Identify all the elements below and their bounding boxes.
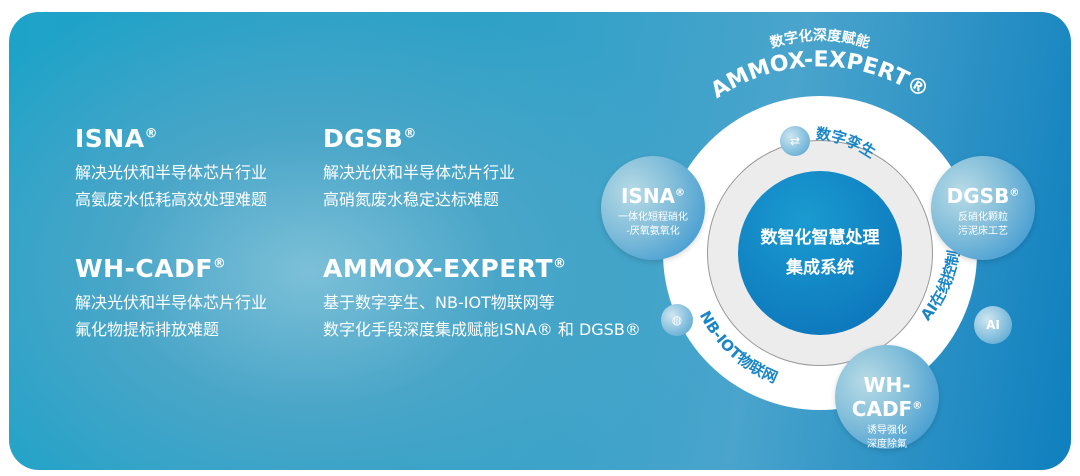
registered-mark: ® [553,256,567,272]
ai-head-icon: AI [974,306,1012,344]
product-title: ISNA [75,124,145,153]
product-desc: 解决光伏和半导体芯片行业 [75,293,268,312]
ring-label-iot: NB-IOT物联网 [696,308,780,387]
registered-mark: ® [912,400,923,412]
bubble-whcadf: WH-CADF® 诱导强化深度除氟 [835,345,939,450]
center-title: 数智化智慧处理 [760,228,880,248]
product-title: WH-CADF [75,254,213,283]
center-title: 集成系统 [786,258,854,278]
product-desc: 高硝氮废水稳定达标难题 [323,190,500,209]
registered-mark: ® [212,256,227,272]
registered-mark: ® [1009,187,1020,199]
iot-globe-icon: ◍ [661,304,693,336]
bubble-desc: 一体化短程硝化 [618,212,688,223]
bubble-isna: ISNA® 一体化短程硝化 -厌氧氨氧化 [601,156,705,260]
svg-text:数字孪生: 数字孪生 [815,125,879,162]
bubble-desc: 诱导强化 [867,425,907,436]
product-isna: ISNA® 解决光伏和半导体芯片行业高氨废水低耗高效处理难题 [75,124,267,213]
registered-mark: ® [675,187,686,199]
ai-icon-text: AI [986,318,1000,332]
product-ammox: AMMOX-EXPERT® 基于数字孪生、NB-IOT物联网等数字化手段深度集成… [323,254,641,343]
center-core: 数智化智慧处理 集成系统 [738,171,902,335]
ring-label-twin: 数字孪生 [815,125,879,162]
registered-mark: ® [144,126,159,142]
product-whcadf: WH-CADF® 解决光伏和半导体芯片行业氟化物提标排放难题 [75,254,267,343]
bubble-desc: 反硝化颗粒 [958,212,1008,223]
product-desc: 高氨废水低耗高效处理难题 [75,190,268,209]
product-desc: 基于数字孪生、NB-IOT物联网等 [323,293,555,312]
product-desc: 数字化手段深度集成赋能ISNA® 和 DGSB® [323,320,641,339]
digital-twin-icon: ⇄ [780,126,810,156]
product-desc: 氟化物提标排放难题 [75,320,220,339]
top-title: AMMOX-EXPERT® [707,47,933,103]
svg-text:AMMOX-EXPERT®: AMMOX-EXPERT® [707,47,933,103]
product-desc: 解决光伏和半导体芯片行业 [75,163,268,182]
bubble-title: ISNA [620,184,676,208]
svg-text:AI在线控制: AI在线控制 [917,249,963,324]
bubble-desc: 深度除氟 [867,439,907,450]
bubble-title: DGSB [946,184,1010,208]
product-title: AMMOX-EXPERT [323,254,554,283]
registered-mark: ® [403,126,417,142]
bubble-dgsb: DGSB® 反硝化颗粒污泥床工艺 [931,156,1035,260]
product-desc: 解决光伏和半导体芯片行业 [323,163,516,182]
bubble-desc: 污泥床工艺 [958,226,1008,237]
product-title: DGSB [323,124,404,153]
ring-label-ai: AI在线控制 [917,249,963,324]
svg-text:NB-IOT物联网: NB-IOT物联网 [696,308,780,387]
bubble-desc: -厌氧氨氧化 [626,226,680,237]
product-dgsb: DGSB® 解决光伏和半导体芯片行业高硝氮废水稳定达标难题 [323,124,515,213]
bubble-title: WH-CADF [851,373,913,421]
